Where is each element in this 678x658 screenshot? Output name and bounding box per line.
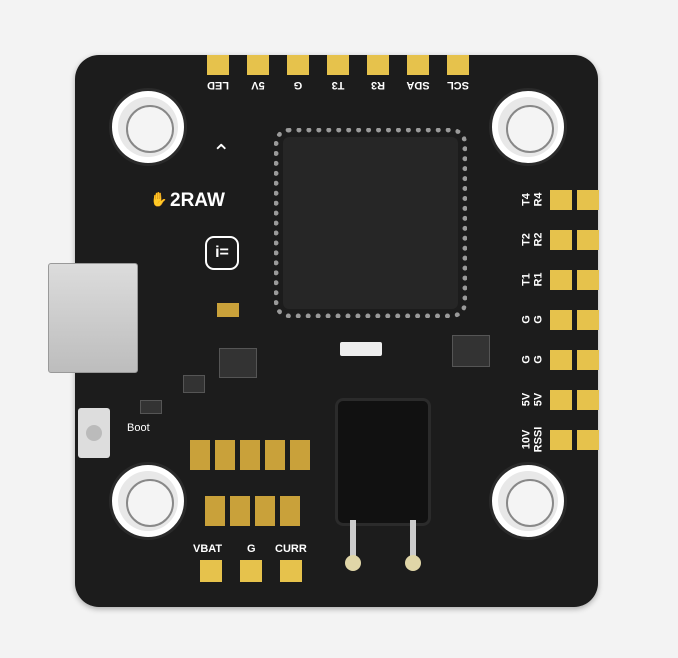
usb-c-port [48,263,138,373]
pad-label: 10V [520,429,533,450]
mounting-hole [109,462,187,540]
mcu-chip [274,128,467,318]
pad [577,190,599,210]
pad-label: T2 [520,233,533,246]
pad-label: LED [207,79,229,91]
pad-label: T3 [331,79,345,91]
pad-label: G [520,355,533,364]
pad-t3 [327,55,349,75]
pad-label: R4 [532,192,545,207]
pad-r3 [367,55,389,75]
brand-icon: i= [205,236,239,270]
pad-5v [247,55,269,75]
pad-label: G [520,315,533,324]
pad [550,390,572,410]
pad-label: R1 [532,272,545,287]
component [140,400,162,414]
pad-scl [447,55,469,75]
pad-label: R2 [532,232,545,247]
arrow-icon: ⌃ [212,140,231,165]
component [183,375,205,393]
pad [550,190,572,210]
pad-label: CURR [275,543,307,555]
crystal [340,342,382,356]
pad [577,230,599,250]
mounting-hole [489,462,567,540]
pad-label: G [532,315,545,324]
pad-label: SDA [406,79,430,91]
pad [577,390,599,410]
pad-label: G [532,355,545,364]
pad [550,350,572,370]
pad-curr [280,560,302,582]
pad [577,430,599,450]
pad [577,270,599,290]
pad [550,310,572,330]
pad-label: 5V [520,392,533,407]
component [452,335,490,367]
capacitor [335,398,431,526]
pad-label: G [247,543,256,555]
mounting-hole [109,88,187,166]
pad-label: SCL [447,79,469,91]
pad-label: VBAT [193,543,223,555]
pad-label: 5V [251,79,265,91]
pad-label: R3 [370,79,386,91]
pad [550,270,572,290]
hand-logo-icon: ✋ [150,191,168,207]
pad-label: RSSI [532,426,545,453]
pad-sda [407,55,429,75]
pad-label: 5V [532,392,545,407]
pad-g [240,560,262,582]
brand-logo: 2RAW [170,190,225,211]
boot-button[interactable] [78,408,110,458]
capacitor [217,303,239,317]
pad [550,230,572,250]
pad-label: T1 [520,273,533,286]
mounting-hole [489,88,567,166]
pad-vbat [200,560,222,582]
pad [577,310,599,330]
pad-label: G [293,79,303,91]
pad [550,430,572,450]
pad-led [207,55,229,75]
pad-g [287,55,309,75]
boot-label: Boot [127,422,150,434]
pad [577,350,599,370]
regulator [219,348,257,378]
pad-label: T4 [520,193,533,206]
